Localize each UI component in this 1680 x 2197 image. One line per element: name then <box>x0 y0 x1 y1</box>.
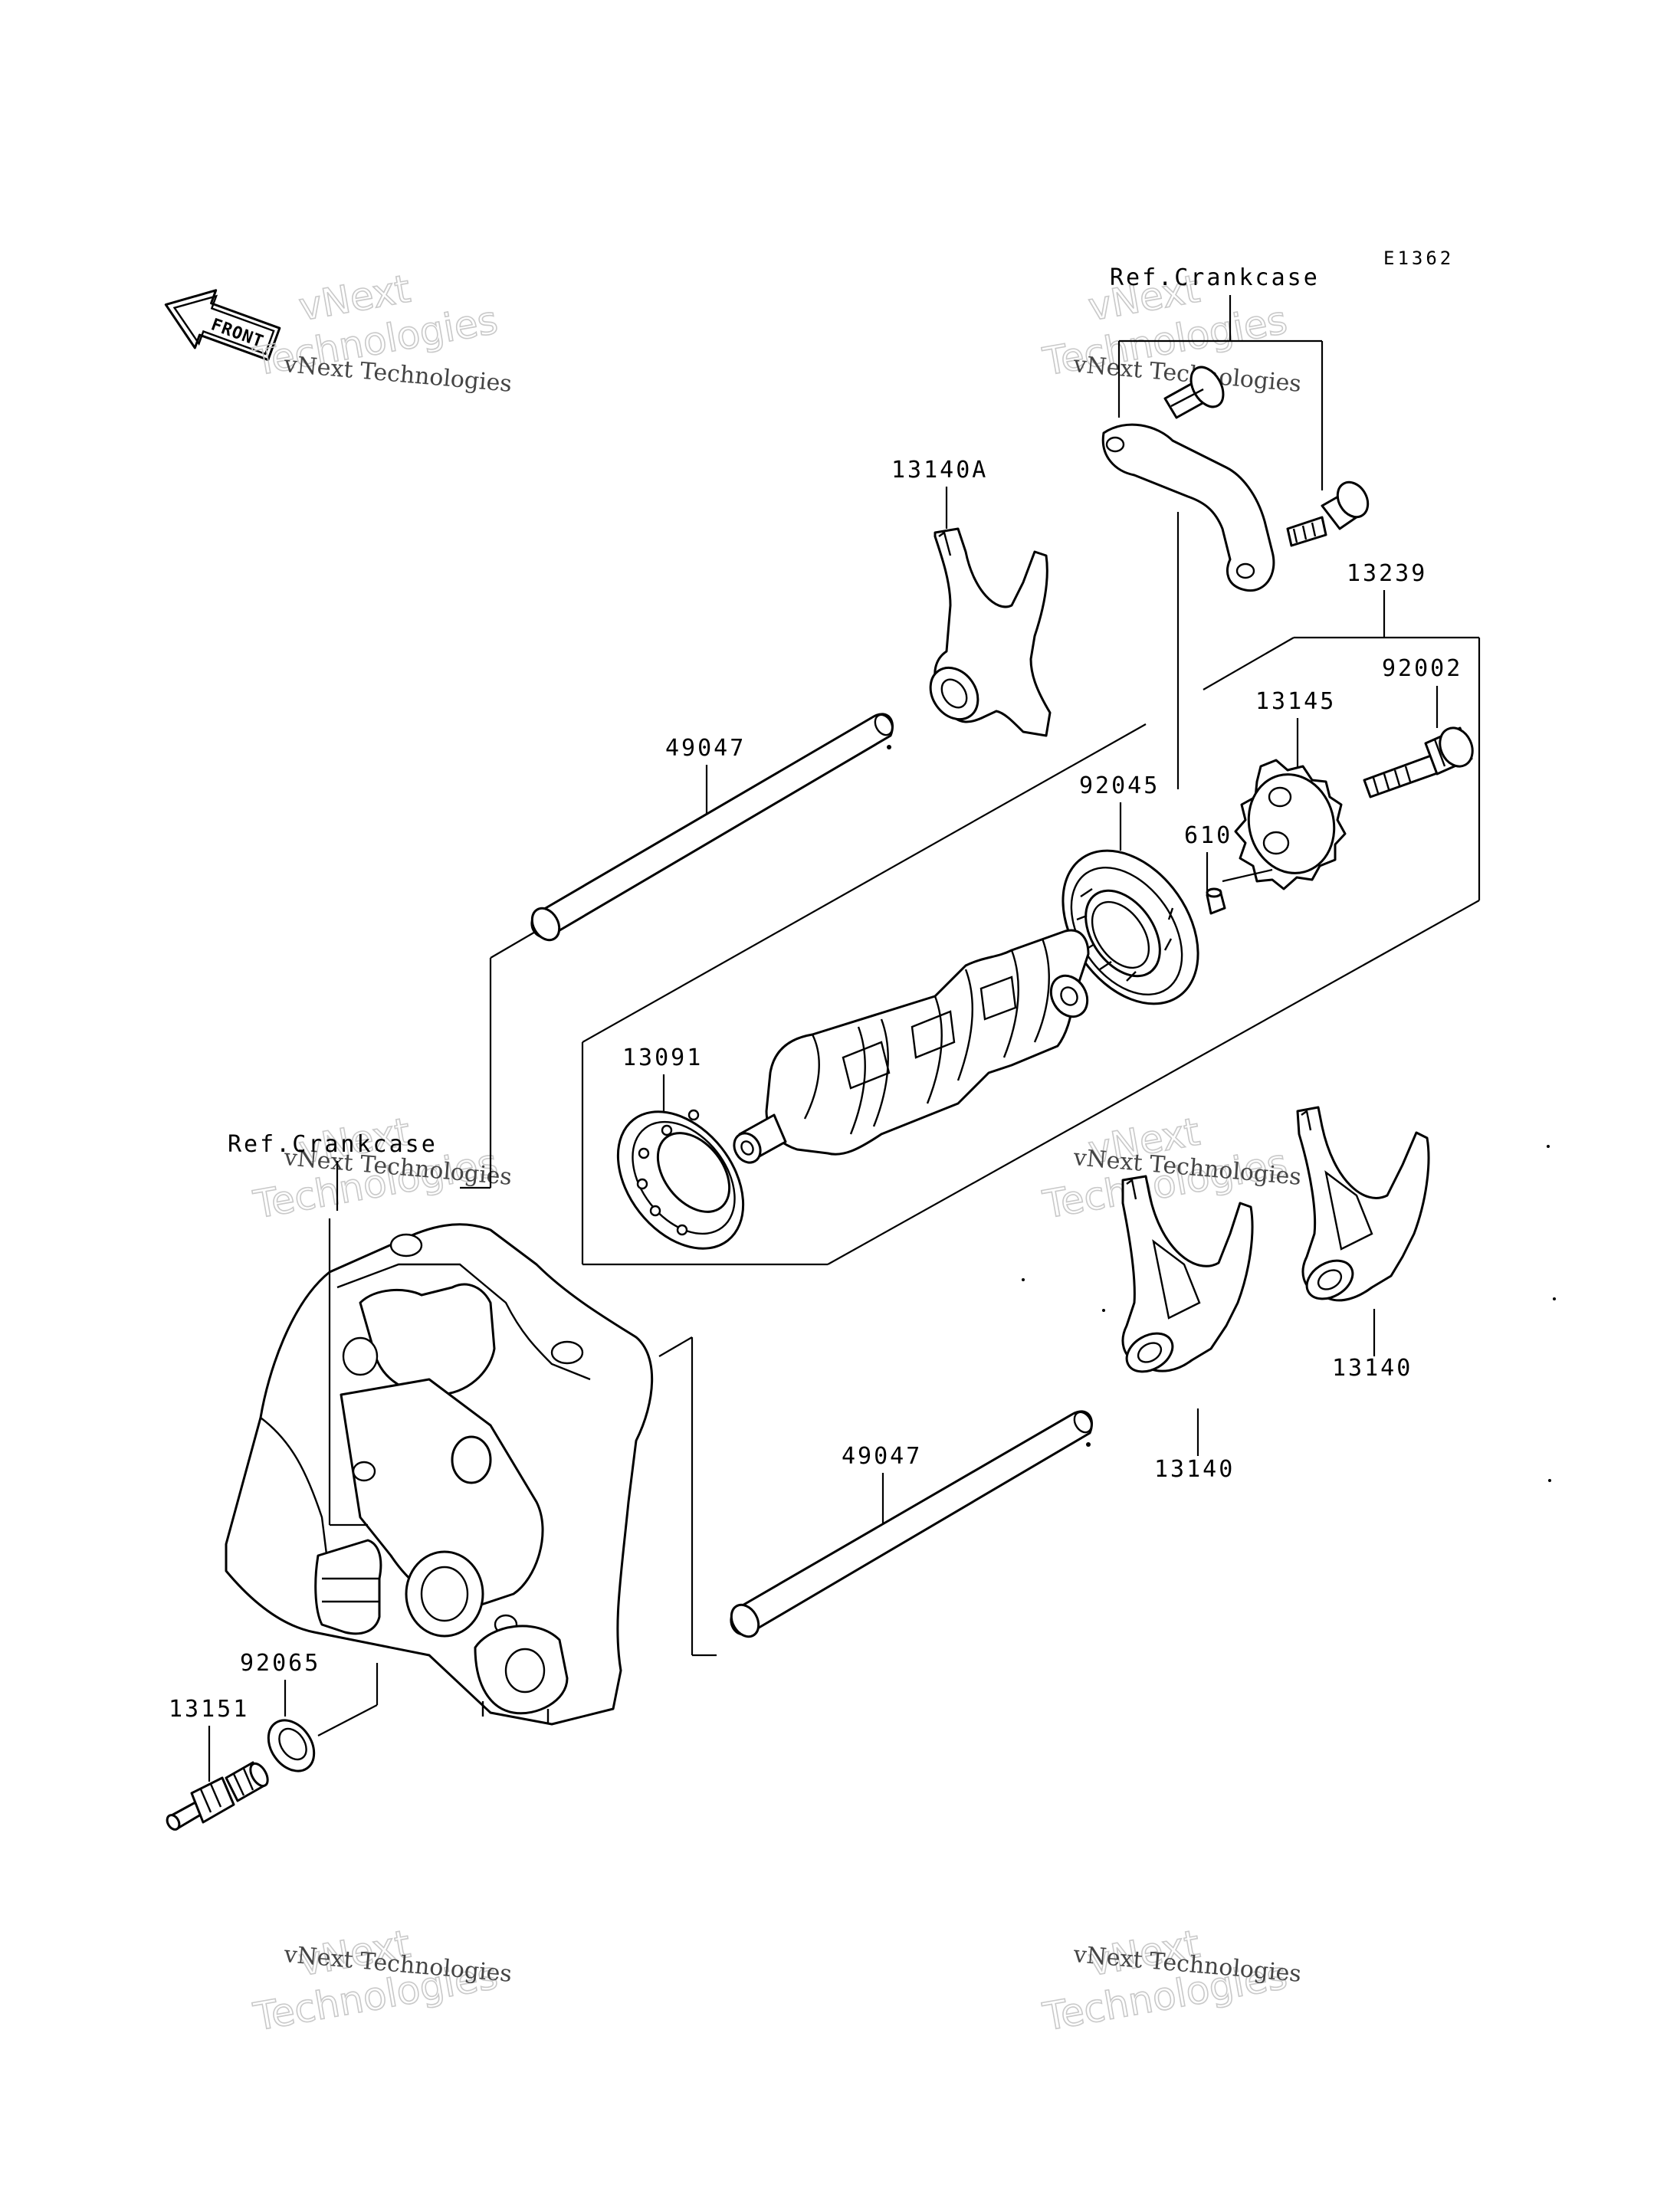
stopper-arm <box>1101 423 1275 592</box>
shift-drum-cam-13145 <box>1234 759 1347 890</box>
label-13239: 13239 <box>1347 560 1427 587</box>
label-92045: 92045 <box>1079 772 1160 799</box>
label-13140-right: 13140 <box>1332 1355 1413 1382</box>
neutral-switch-13151 <box>166 1761 269 1831</box>
bearing-13091 <box>616 1109 745 1250</box>
ref-crankcase-left-leader <box>336 930 537 1211</box>
assembly-13239-outline <box>581 590 1481 1266</box>
label-13140A: 13140A <box>891 457 988 484</box>
shift-fork-13140-right <box>1296 1106 1430 1302</box>
ref-crankcase-top-leader <box>1117 295 1324 490</box>
shift-fork-13140-mid <box>1121 1175 1254 1373</box>
front-arrow-icon: FRONT <box>164 289 281 362</box>
watermark: vNext Technologies vNext Technologies vN… <box>249 266 1302 2041</box>
stray-dot <box>1553 1297 1556 1300</box>
ref-crankcase-left-label: Ref.Crankcase <box>228 1131 438 1158</box>
shift-fork-13140A <box>929 527 1052 737</box>
stray-dot <box>1547 1145 1550 1148</box>
lower-shaft-bracket <box>658 1336 717 1657</box>
label-610: 610 <box>1184 822 1232 849</box>
stopper-bolt <box>1286 480 1370 547</box>
ref-crankcase-top-label: Ref.Crankcase <box>1110 264 1320 291</box>
stray-dot <box>1548 1479 1551 1482</box>
stopper-collar-bolt <box>1163 366 1225 419</box>
shift-drum <box>733 929 1090 1164</box>
washer-bracket <box>317 1663 379 1736</box>
stray-dot <box>1022 1278 1025 1281</box>
washer-92065 <box>267 1719 316 1772</box>
label-13151: 13151 <box>169 1696 249 1723</box>
label-92002: 92002 <box>1382 655 1462 682</box>
label-13145: 13145 <box>1255 688 1336 715</box>
label-13091: 13091 <box>622 1044 703 1071</box>
crankcase-bracket <box>328 1218 368 1526</box>
fork-shaft-upper <box>530 713 894 942</box>
fork-shaft-lower <box>730 1410 1093 1638</box>
diagram-code: E1362 <box>1383 248 1454 269</box>
label-92065: 92065 <box>240 1650 320 1677</box>
pin-610-leader <box>1222 868 1273 883</box>
label-49047-top: 49047 <box>665 735 746 762</box>
dowel-pin-610 <box>1206 887 1226 915</box>
label-13140-mid: 13140 <box>1154 1456 1235 1483</box>
stray-dot <box>1102 1309 1105 1312</box>
crankcase-housing <box>225 1223 654 1726</box>
label-49047-bottom: 49047 <box>842 1443 922 1470</box>
bolt-92002 <box>1363 726 1474 798</box>
